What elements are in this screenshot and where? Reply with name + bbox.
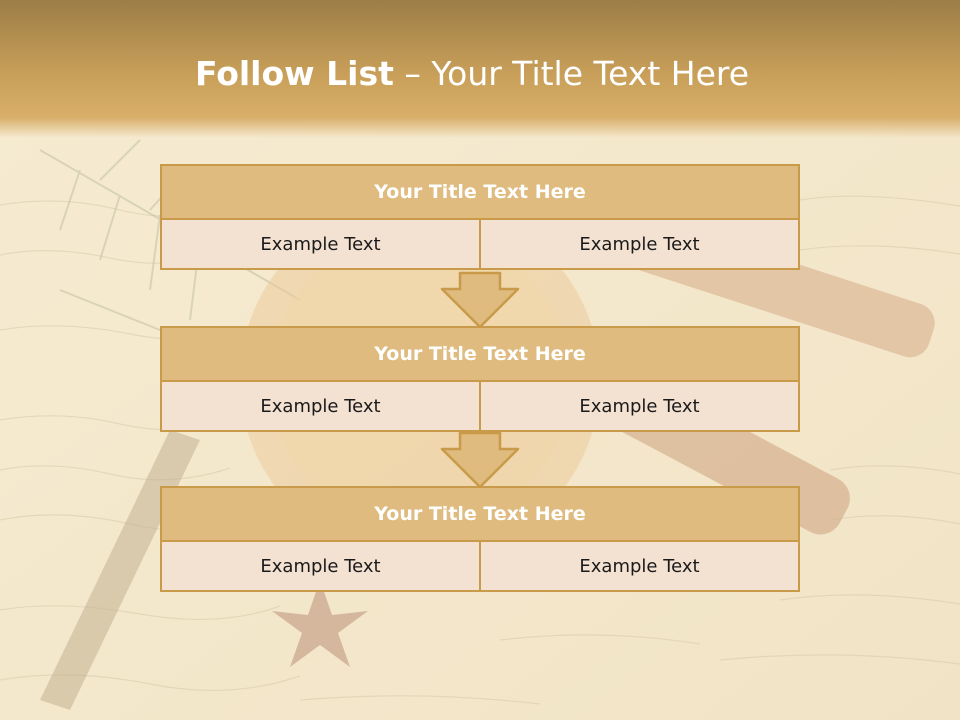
down-arrow-icon xyxy=(440,271,520,329)
block-row: Example Text Example Text xyxy=(160,220,800,270)
list-block-1: Your Title Text Here Example Text Exampl… xyxy=(160,164,800,270)
block-cell-left: Example Text xyxy=(260,233,381,255)
block-cell-left: Example Text xyxy=(260,555,381,577)
title-rest: – Your Title Text Here xyxy=(393,54,750,93)
header-band xyxy=(0,0,960,138)
block-title: Your Title Text Here xyxy=(160,486,800,542)
down-arrow-icon xyxy=(440,431,520,489)
list-block-2: Your Title Text Here Example Text Exampl… xyxy=(160,326,800,432)
slide-title: Follow List – Your Title Text Here xyxy=(0,54,944,93)
block-title: Your Title Text Here xyxy=(160,326,800,382)
block-cell-left: Example Text xyxy=(260,395,381,417)
title-bold: Follow List xyxy=(194,54,394,93)
block-title: Your Title Text Here xyxy=(160,164,800,220)
block-row: Example Text Example Text xyxy=(160,542,800,592)
list-block-3: Your Title Text Here Example Text Exampl… xyxy=(160,486,800,592)
block-row: Example Text Example Text xyxy=(160,382,800,432)
block-cell-right: Example Text xyxy=(479,542,798,590)
block-cell-right: Example Text xyxy=(479,220,798,268)
block-cell-right: Example Text xyxy=(479,382,798,430)
